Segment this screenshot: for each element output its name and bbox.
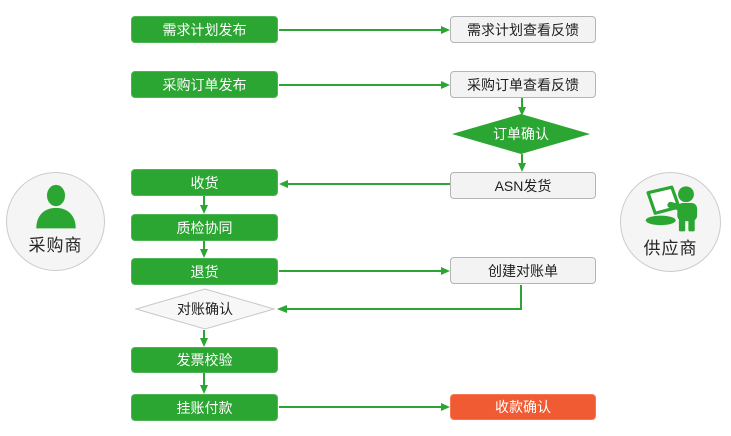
arrow-recon-confirm-to-invoice-check	[200, 330, 208, 347]
actor-buyer: 采购商	[6, 172, 105, 271]
actor-supplier: 供应商	[620, 172, 721, 272]
actor-supplier-label: 供应商	[643, 239, 698, 258]
node-purchase-order-feedback: 采购订单查看反馈	[450, 71, 596, 98]
node-quality-collaboration: 质检协同	[131, 214, 278, 241]
arrow-po-publish-to-feedback	[279, 81, 450, 89]
node-order-confirm: 订单确认	[452, 114, 590, 154]
node-return-goods: 退货	[131, 258, 278, 285]
arrow-invoice-check-to-payment	[200, 373, 208, 394]
arrow-asn-to-receive	[279, 180, 450, 188]
node-demand-plan-publish: 需求计划发布	[131, 16, 278, 43]
arrow-quality-to-return	[200, 241, 208, 258]
node-receive-goods: 收货	[131, 169, 278, 196]
node-asn-shipment: ASN发货	[450, 172, 596, 199]
node-label: 对账确认	[177, 301, 233, 317]
arrow-order-confirm-to-asn	[518, 154, 526, 172]
node-create-statement: 创建对账单	[450, 257, 596, 284]
arrow-payment-to-receipt-confirm	[279, 403, 450, 411]
user-laptop-icon	[645, 185, 697, 232]
arrow-demand-publish-to-feedback	[279, 26, 450, 34]
node-invoice-check: 发票校验	[131, 347, 278, 373]
node-reconciliation-confirm: 对账确认	[135, 288, 275, 330]
node-book-payment: 挂账付款	[131, 394, 278, 421]
diamond-shape	[452, 114, 590, 154]
actor-buyer-label: 采购商	[28, 236, 83, 255]
user-icon	[35, 184, 76, 229]
diamond-shape	[135, 288, 275, 330]
node-label: 订单确认	[493, 126, 549, 142]
arrow-create-statement-to-recon-confirm	[277, 285, 522, 313]
node-purchase-order-publish: 采购订单发布	[131, 71, 278, 98]
arrow-return-to-create-statement	[279, 267, 450, 275]
arrow-receive-to-quality	[200, 196, 208, 214]
node-receipt-confirm: 收款确认	[450, 394, 596, 420]
node-demand-plan-feedback: 需求计划查看反馈	[450, 16, 596, 43]
